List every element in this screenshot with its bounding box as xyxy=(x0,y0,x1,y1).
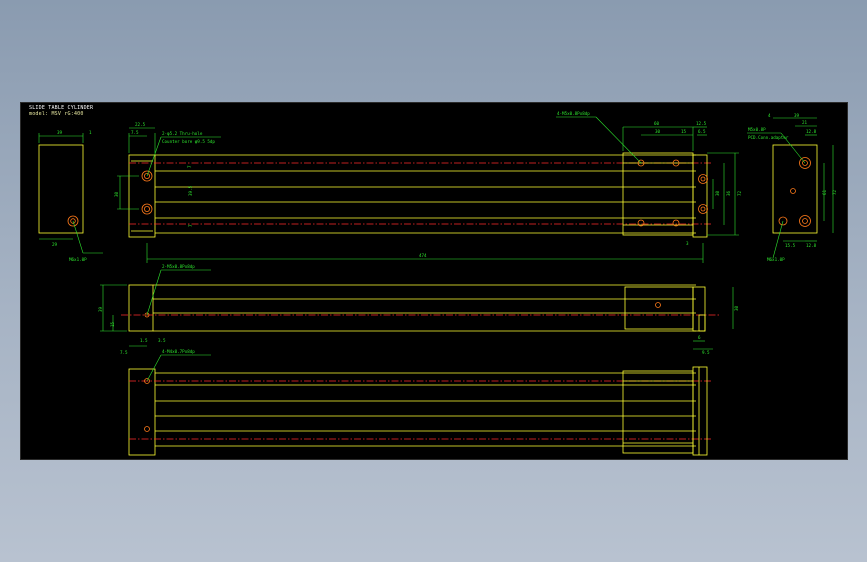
note-bottom-holes: 4-M4x0.7Px8dp xyxy=(162,349,195,354)
bottom-carriage xyxy=(622,370,694,454)
dim-72: 72 xyxy=(737,190,742,196)
carriage-tap-2 xyxy=(672,159,680,167)
note-right-port2: PCD.Conn.adapter xyxy=(748,135,789,140)
right-end-port-bot xyxy=(799,215,811,227)
dim-15-side: 15 xyxy=(110,321,115,327)
right-end-view: 4 39 21 12.8 15.5 12.8 61 72 M5x0.8P PCD… xyxy=(747,113,837,262)
dim-12-8b: 12.8 xyxy=(806,243,817,248)
end-plate-hole-2 xyxy=(698,204,708,214)
title-block: SLIDE TABLE CYLINDER model: MSV rG:400 xyxy=(29,105,93,117)
dim-6-5: 6.5 xyxy=(698,129,706,134)
dim-60: 60 xyxy=(654,121,660,126)
right-end-port-side xyxy=(778,216,788,226)
note-carriage-taps: 4-M5x0.8Px8dp xyxy=(557,111,590,116)
side-hole xyxy=(655,302,661,308)
note-counterbore: Counter bore φ9.5 5dp xyxy=(162,139,215,144)
right-end-outline xyxy=(772,144,818,234)
side-carriage xyxy=(624,286,694,330)
dim-1-5: 1.5 xyxy=(140,338,148,343)
right-end-port-top xyxy=(799,157,811,169)
dim-1: 1 xyxy=(89,130,92,135)
dim-39-left: 39 xyxy=(57,130,63,135)
dim-72-r: 72 xyxy=(832,189,837,195)
note-left-tap: M6x1.0P xyxy=(69,257,87,262)
dim-39-5: 39.5 xyxy=(188,185,193,196)
bottom-view: 4-M4x0.7Px8dp xyxy=(128,349,711,456)
left-end-port xyxy=(67,215,79,227)
note-right-port: M5x0.8P xyxy=(748,127,766,132)
carriage-tap-4 xyxy=(672,219,680,227)
dim-7-top: 7 xyxy=(187,165,192,168)
dim-61: 61 xyxy=(822,189,827,195)
drawing-subtitle: model: MSV rG:400 xyxy=(29,111,84,117)
dim-15: 15 xyxy=(681,129,687,134)
dim-22-5: 22.5 xyxy=(135,122,146,127)
end-plate-hole-1 xyxy=(698,174,708,184)
dim-3-5: 3.5 xyxy=(158,338,166,343)
dim-36: 36 xyxy=(726,190,731,196)
dim-7-5-side: 7.5 xyxy=(120,350,128,355)
left-end-outline xyxy=(38,144,84,234)
dim-29: 29 xyxy=(52,242,58,247)
dim-12-5: 12.5 xyxy=(696,121,707,126)
side-left-hole xyxy=(144,312,150,318)
top-carriage xyxy=(622,152,694,236)
top-right-end-plate xyxy=(692,154,708,238)
dim-30-right: 30 xyxy=(715,190,720,196)
side-view: 39 15 1.5 3.5 7.5 30 6 9.5 2-M5x0.8Px8dp xyxy=(98,264,739,355)
bottom-hole-2 xyxy=(144,426,150,432)
dim-39-r: 39 xyxy=(794,113,800,118)
left-end-view: 39 1 29 M6x1.0P xyxy=(38,130,103,262)
cad-drawing: 22.5 7.5 30 7 39.5 7 474 60 30 15 12.5 xyxy=(38,111,837,456)
dim-9-5: 9.5 xyxy=(702,350,710,355)
dim-474: 474 xyxy=(419,253,427,258)
dim-7-5: 7.5 xyxy=(131,130,139,135)
dim-15-5: 15.5 xyxy=(785,243,796,248)
bottom-hole-1 xyxy=(144,378,150,384)
drawing-title: SLIDE TABLE CYLINDER xyxy=(29,105,94,111)
carriage-tap-3 xyxy=(637,219,645,227)
top-left-end-block xyxy=(128,154,156,238)
bottom-end-plate xyxy=(692,366,708,456)
dim-12-8: 12.8 xyxy=(806,129,817,134)
dim-30-side: 30 xyxy=(734,305,739,311)
dim-30-top: 30 xyxy=(655,129,661,134)
dim-6: 6 xyxy=(698,335,701,340)
dim-4: 4 xyxy=(768,113,771,118)
carriage-tap-1 xyxy=(637,159,645,167)
dim-39-side: 39 xyxy=(98,306,103,312)
top-view: 22.5 7.5 30 7 39.5 7 474 60 30 15 12.5 xyxy=(114,111,742,263)
note-right-tap: M6x1.0P xyxy=(767,257,785,262)
dim-7-bot: 7 xyxy=(188,224,193,227)
dim-21: 21 xyxy=(802,120,808,125)
top-hole-2 xyxy=(141,203,153,215)
dim-3: 3 xyxy=(686,241,689,246)
note-thru-hole: 2-φ5.2 Thru-hole xyxy=(162,131,203,136)
note-side-holes: 2-M5x0.8Px8dp xyxy=(162,264,195,269)
bottom-left-block xyxy=(128,368,156,456)
side-left-block xyxy=(128,284,154,332)
top-hole-1 xyxy=(141,170,153,182)
right-end-port-mid xyxy=(790,188,796,194)
cad-drawing-viewport[interactable]: SLIDE TABLE CYLINDER model: MSV rG:400 xyxy=(20,102,848,460)
dim-30-left: 30 xyxy=(114,191,119,197)
